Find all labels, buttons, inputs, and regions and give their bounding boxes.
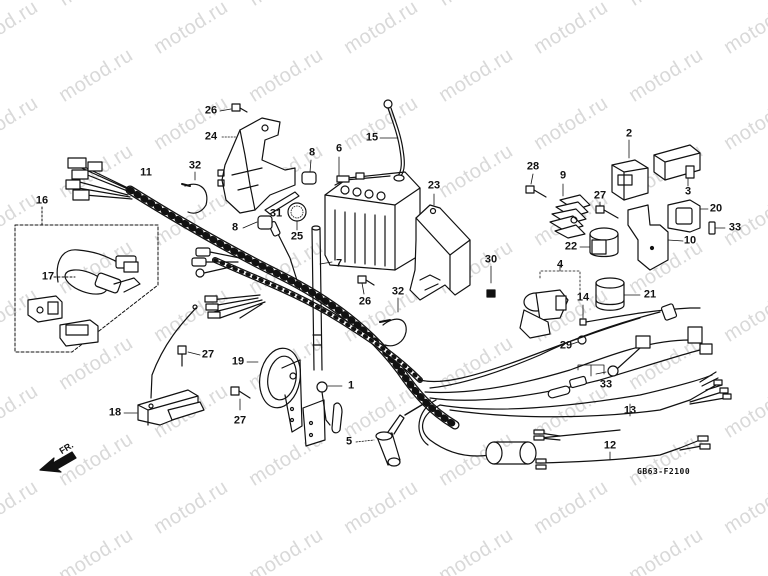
front-arrow-icon (39, 451, 77, 473)
callout-rubber-disc[interactable]: 25 (290, 230, 304, 243)
callout-ignition-coil-assembly[interactable]: 4 (556, 258, 564, 271)
horn-drawing (246, 347, 431, 467)
callout-battery-case-bracket[interactable]: 24 (204, 130, 218, 143)
ignition-switch-set-drawing (14, 206, 159, 353)
callout-bolt-flange-a[interactable]: 27 (201, 348, 215, 361)
callout-grommet[interactable]: 14 (576, 291, 590, 304)
callout-main-wire-harness[interactable]: 11 (140, 166, 152, 179)
callout-relay-cover[interactable]: 3 (684, 185, 692, 198)
drawing-code: GB63-F2100 (637, 467, 691, 476)
callout-relay[interactable]: 2 (625, 127, 633, 140)
callout-fuse-upper[interactable]: 33 (728, 221, 742, 234)
callout-bolt-flange-lower[interactable]: 26 (358, 295, 372, 308)
callout-bolt-flange-b[interactable]: 27 (233, 414, 247, 427)
battery-holder-drawing (409, 193, 471, 301)
callout-bolt-regulator[interactable]: 28 (526, 160, 540, 173)
callout-fuse-inline[interactable]: 33 (599, 378, 613, 391)
callout-band-upper[interactable]: 32 (188, 159, 202, 172)
callout-nut[interactable]: 29 (559, 339, 573, 352)
band-upper-drawing (181, 171, 208, 214)
callout-regulator-bracket[interactable]: 10 (683, 234, 697, 247)
callout-horn[interactable]: 19 (231, 355, 245, 368)
callout-ignition-switch-set[interactable]: 16 (35, 194, 49, 207)
callout-regulator-rectifier[interactable]: 9 (559, 169, 567, 182)
callout-bolt-flange-upper[interactable]: 26 (204, 104, 218, 117)
small-fasteners-drawing (357, 265, 496, 347)
callout-battery-ground-cable[interactable]: 15 (365, 131, 379, 144)
callout-battery[interactable]: 6 (335, 142, 343, 155)
callout-ignition-switch[interactable]: 17 (41, 270, 55, 283)
battery-drawing (324, 156, 421, 271)
callout-collar-bolt[interactable]: 31 (269, 207, 283, 220)
callout-nut-flange[interactable]: 30 (484, 253, 498, 266)
callout-band-lower[interactable]: 32 (391, 285, 405, 298)
callout-battery-holder[interactable]: 23 (427, 179, 441, 192)
callout-sub-harness-a[interactable]: 12 (603, 439, 617, 452)
callout-rubber-cap-upper[interactable]: 8 (308, 146, 316, 159)
callout-battery-breather-tube[interactable]: 7 (335, 257, 343, 270)
callout-bolt-flange-c[interactable]: 27 (593, 189, 607, 202)
main-harness-drawing (65, 157, 460, 430)
callout-horn-bracket-stay[interactable]: 1 (347, 379, 355, 392)
ground-cable-drawing (379, 99, 405, 182)
callout-spark-plug-cap[interactable]: 5 (345, 435, 353, 448)
callout-rubber-cap-lower[interactable]: 8 (231, 221, 239, 234)
callout-fuse-holder-cover[interactable]: 20 (709, 202, 723, 215)
ignition-coil-drawing (519, 264, 701, 377)
callout-condenser[interactable]: 21 (643, 288, 657, 301)
sensor-unit-drawing (123, 345, 251, 426)
callout-sub-harness-b[interactable]: 13 (623, 404, 637, 417)
callout-rubber-mount[interactable]: 22 (564, 240, 578, 253)
battery-bracket-drawing (217, 103, 317, 231)
breather-tube-drawing (311, 225, 333, 371)
lower-harness-drawing (418, 303, 732, 470)
relay-group-drawing (525, 139, 726, 271)
callout-sensor-unit[interactable]: 18 (108, 406, 122, 419)
